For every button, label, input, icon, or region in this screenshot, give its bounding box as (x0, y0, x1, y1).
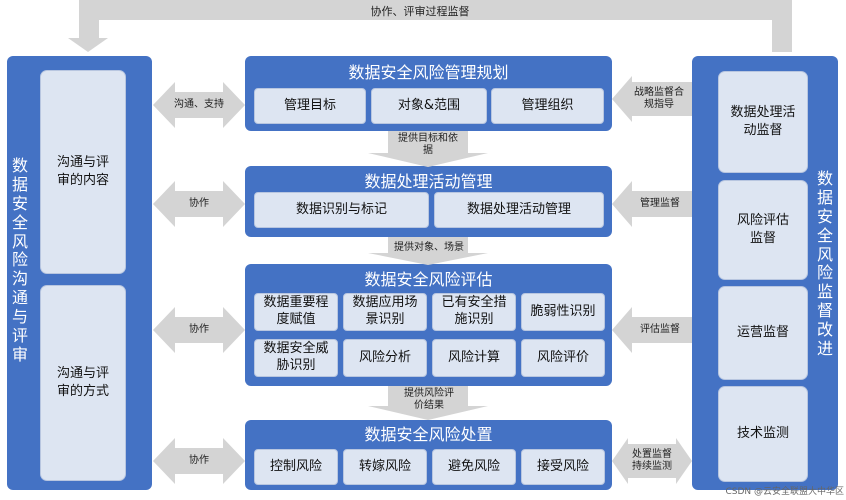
top-loop-arrow (68, 0, 792, 52)
right-item-risk-assessment: 风险评估监督 (718, 180, 808, 280)
chip-transfer-risk: 转嫁风险 (343, 449, 427, 485)
right-panel-title: 数据安全风险监督改进 (816, 169, 833, 358)
left-arrow-3 (153, 307, 245, 353)
chip-vulnerability: 脆弱性识别 (521, 293, 605, 331)
down-arrow-2-label: 提供对象、场景 (394, 241, 464, 253)
down-arrow-2 (368, 237, 488, 265)
chip-management-org: 管理组织 (491, 88, 604, 124)
block-treatment-title: 数据安全风险处置 (364, 425, 493, 444)
down-arrow-1-label: 提供目标和依据 (398, 132, 458, 157)
top-loop-label: 协作、评审过程监督 (370, 5, 470, 19)
right-arrow-3-label: 评估监督 (640, 323, 680, 335)
block-assessment-title: 数据安全风险评估 (364, 270, 493, 289)
right-arrow-3 (612, 307, 692, 353)
right-arrow-4-label: 处置监督持续监测 (632, 448, 672, 473)
block-planning-title: 数据安全风险管理规划 (348, 63, 509, 82)
right-arrow-1 (612, 76, 692, 122)
chip-existing-measures: 已有安全措施识别 (432, 293, 516, 331)
chip-scenario-identification: 数据应用场景识别 (343, 293, 427, 331)
left-method-box: 沟通与评审的方式 (40, 285, 126, 481)
left-arrow-3-label: 协作 (189, 323, 209, 335)
chip-risk-analysis: 风险分析 (343, 339, 427, 377)
chip-avoid-risk: 避免风险 (432, 449, 516, 485)
block-processing-title: 数据处理活动管理 (364, 172, 493, 191)
down-arrow-3 (368, 386, 488, 420)
down-arrow-1 (368, 131, 488, 167)
chip-control-risk: 控制风险 (254, 449, 338, 485)
chip-threat-identification: 数据安全威胁识别 (254, 339, 338, 377)
chip-accept-risk: 接受风险 (521, 449, 605, 485)
right-arrow-1-label: 战略监督合规指导 (634, 86, 684, 111)
right-arrow-4 (612, 438, 692, 484)
down-arrow-3-label: 提供风险评价结果 (404, 387, 454, 412)
left-arrow-4-label: 协作 (189, 454, 209, 466)
left-arrow-1-label: 沟通、支持 (174, 98, 224, 110)
chip-risk-evaluation: 风险评价 (521, 339, 605, 377)
watermark: CSDN @云安全联盟大中华区 (725, 487, 844, 497)
chip-data-identification: 数据识别与标记 (254, 192, 429, 228)
right-arrow-2-label: 管理监督 (640, 197, 680, 209)
right-item-operations: 运营监督 (718, 286, 808, 380)
chip-object-scope: 对象&范围 (371, 88, 487, 124)
left-arrow-2 (153, 181, 245, 227)
right-item-processing: 数据处理活动监督 (718, 71, 808, 173)
left-arrow-4 (153, 438, 245, 484)
left-panel-title: 数据安全风险沟通与评审 (11, 156, 28, 364)
right-arrow-2 (612, 181, 692, 227)
chip-importance-rating: 数据重要程度赋值 (254, 293, 338, 331)
chip-processing-management: 数据处理活动管理 (434, 192, 604, 228)
chip-risk-calculation: 风险计算 (432, 339, 516, 377)
left-arrow-1 (153, 82, 245, 128)
left-arrow-2-label: 协作 (189, 197, 209, 209)
right-item-technical: 技术监测 (718, 386, 808, 482)
left-content-box: 沟通与评审的内容 (40, 70, 126, 274)
chip-management-goal: 管理目标 (254, 88, 366, 124)
